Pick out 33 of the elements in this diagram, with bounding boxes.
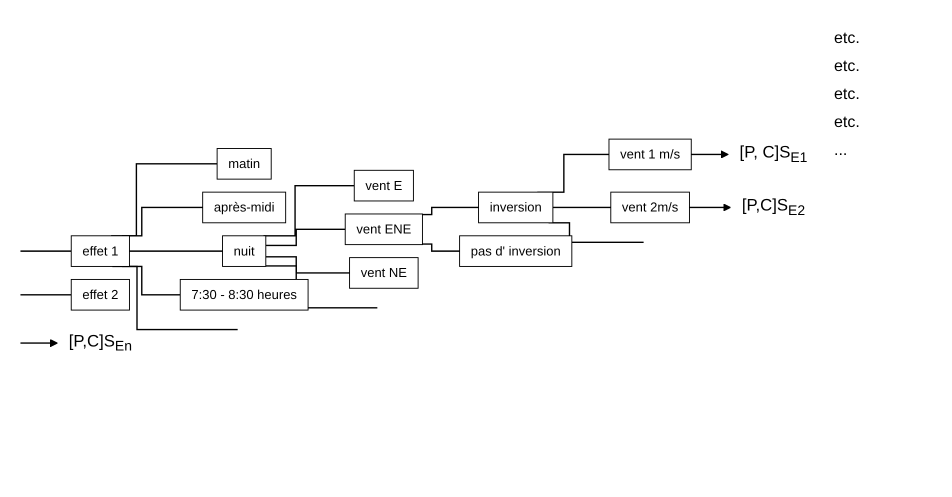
node-box: pas d' inversion — [459, 235, 572, 267]
connector — [422, 206, 479, 215]
node-box: vent ENE — [344, 213, 423, 245]
connector — [552, 206, 611, 208]
node-box: 7:30 - 8:30 heures — [180, 278, 309, 310]
node-box: vent 1 m/s — [608, 138, 692, 170]
arrow — [20, 338, 58, 347]
note-text: etc. — [834, 30, 861, 48]
arrow — [689, 203, 732, 212]
node-box: effet 2 — [70, 278, 130, 310]
node-box: effet 1 — [70, 235, 130, 267]
node-text: [P,C]S$_{E2}$ — [742, 196, 806, 218]
node-box: inversion — [478, 191, 554, 223]
connector — [20, 294, 72, 296]
note-text: etc. — [834, 86, 861, 104]
note-text: etc. — [834, 114, 861, 132]
node-box: vent E — [354, 170, 414, 202]
connector — [422, 243, 460, 252]
connector — [129, 250, 223, 252]
note-text: etc. — [834, 58, 861, 76]
connector — [263, 184, 354, 236]
connector — [266, 228, 346, 246]
connector — [266, 256, 350, 274]
arrow — [691, 150, 729, 158]
node-box: vent NE — [349, 256, 419, 288]
node-box: nuit — [222, 235, 266, 267]
node-box: après-midi — [202, 191, 286, 223]
node-box: matin — [216, 148, 272, 180]
node-text: [P, C]S$_{E1}$ — [740, 142, 808, 166]
node-box: vent 2m/s — [610, 191, 690, 223]
connector — [20, 250, 72, 252]
note-text: ... — [834, 142, 848, 160]
node-text: [P,C]S$_{En}$ — [68, 331, 132, 354]
